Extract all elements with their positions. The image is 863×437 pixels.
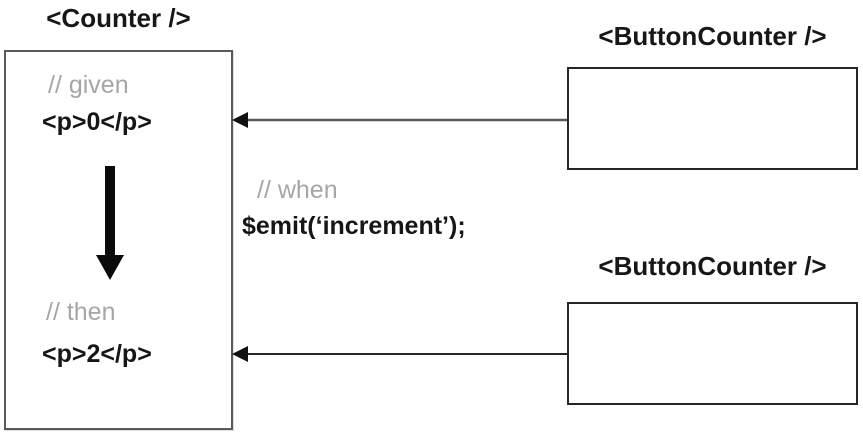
given-comment: // given [48, 71, 129, 99]
then-comment: // then [46, 298, 116, 326]
down-arrow-icon [91, 166, 129, 280]
button-counter-1-title: <ButtonCounter /> [598, 21, 827, 51]
then-state-code: <p>2</p> [42, 340, 152, 368]
button-counter-2-title: <ButtonCounter /> [598, 251, 827, 281]
when-comment: // when [257, 176, 338, 204]
emit-arrow-top-icon [231, 108, 569, 132]
given-state-code: <p>0</p> [42, 108, 152, 136]
button-counter-2-box [567, 302, 858, 405]
counter-component-title: <Counter /> [46, 3, 191, 33]
emit-arrow-bottom-icon [231, 342, 569, 366]
emit-event-code: $emit(‘increment’); [242, 212, 466, 240]
button-counter-1-box [567, 67, 858, 170]
counter-component-box [4, 50, 233, 430]
